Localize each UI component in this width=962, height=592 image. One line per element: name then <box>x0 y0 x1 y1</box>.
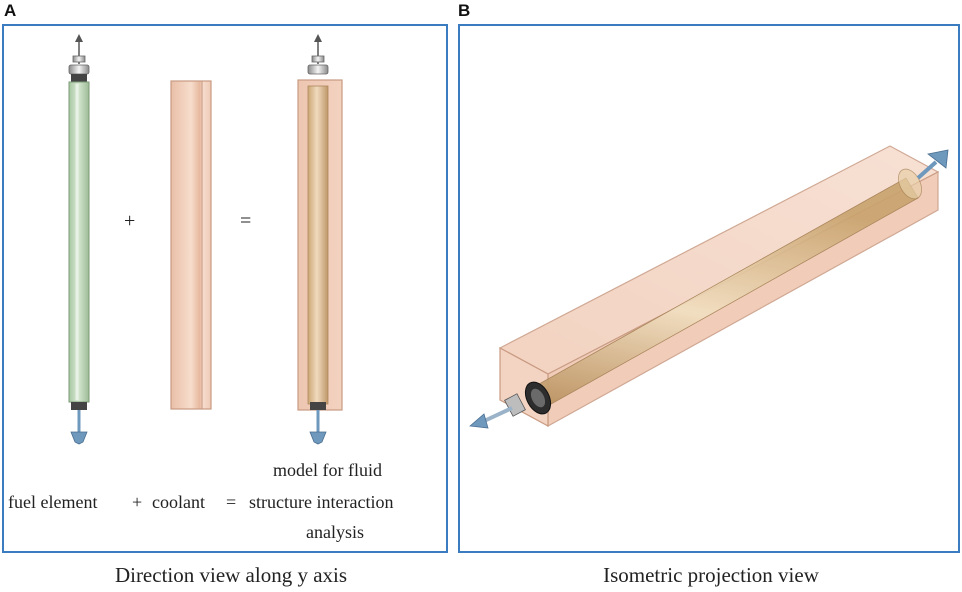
equals-operator: = <box>240 210 252 232</box>
equation-fuel-element: fuel element <box>8 492 98 512</box>
fuel-element-drawing <box>68 34 90 445</box>
panel-a-caption: Direction view along y axis <box>114 563 348 587</box>
panel-a-label: A <box>4 1 17 20</box>
equation-plus: + <box>132 492 143 512</box>
plus-operator: + <box>124 210 136 232</box>
coolant-drawing <box>170 80 212 410</box>
equation-result-line1: model for fluid <box>273 460 382 480</box>
equation-result-line2: structure interaction <box>249 492 394 512</box>
equation-equals: = <box>226 492 237 512</box>
panel-b-label: B <box>458 1 471 20</box>
isometric-model-drawing <box>469 145 949 429</box>
combined-model-drawing <box>297 34 343 445</box>
equation-coolant: coolant <box>152 492 205 512</box>
panel-b-caption: Isometric projection view <box>603 563 819 587</box>
equation-result-line3: analysis <box>306 522 364 542</box>
